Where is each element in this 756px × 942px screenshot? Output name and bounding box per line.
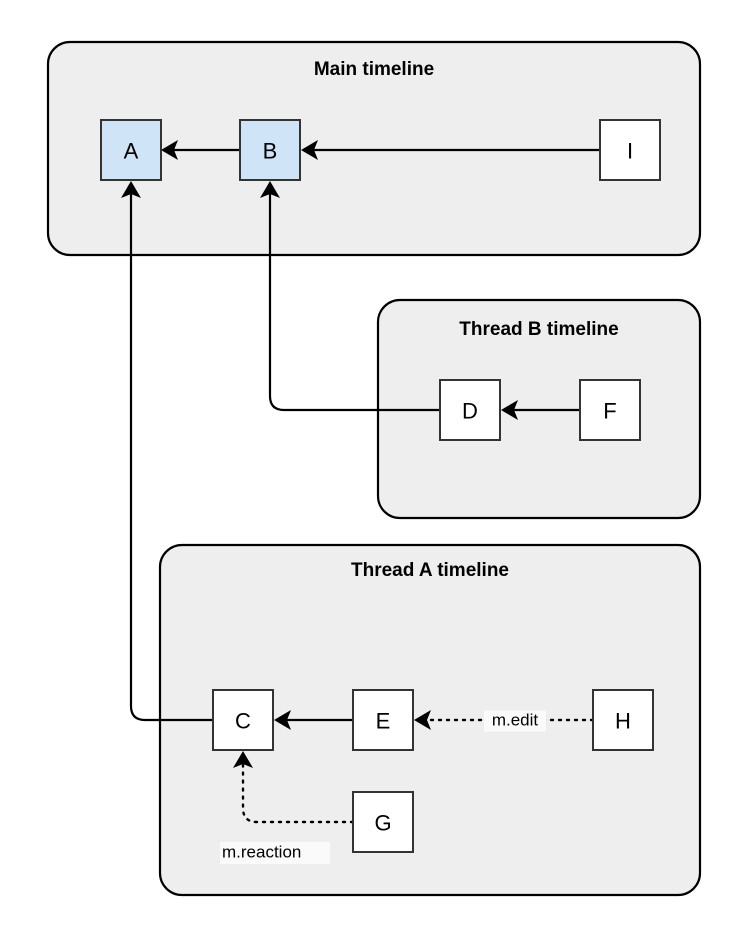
arrow-into-D [501,400,518,420]
arrow-into-C-from-E [274,710,291,730]
event-node-label-G: G [374,811,391,836]
event-node-H[interactable] [592,689,654,751]
event-node-label-E: E [376,709,391,734]
group-title-thread_a: Thread A timeline [351,560,509,581]
arrow-into-E-from-H [414,710,431,730]
event-node-C[interactable] [212,689,274,751]
event-nodes: A B I D F C E H G [100,119,661,853]
event-node-label-D: D [462,399,478,424]
event-node-label-B: B [263,139,278,164]
group-title-thread_b: Thread B timeline [459,319,618,340]
event-node-A[interactable] [100,119,162,181]
event-node-label-A: A [124,139,139,164]
arrow-into-B-from-I [301,140,318,160]
event-node-label-C: C [235,709,251,734]
edge-D-to-B [268,187,440,412]
arrow-into-B-from-D [260,181,280,198]
group-title-main: Main timeline [314,59,434,80]
event-node-E[interactable] [352,689,414,751]
edge-C-to-A [129,187,213,722]
event-node-F[interactable] [579,379,641,441]
edge-labels: m.edit m.reaction [220,710,546,864]
edges [129,148,600,824]
group-container-main [46,40,702,257]
event-node-label-H: H [615,709,631,734]
event-node-I[interactable] [599,119,661,181]
arrow-into-A [161,140,178,160]
event-node-B[interactable] [239,119,301,181]
event-node-label-I: I [627,139,633,164]
edge-G-to-C [241,755,355,824]
arrowheads [121,140,518,768]
edge-label-H-to-E: m.edit [492,710,539,729]
event-node-G[interactable] [352,791,414,853]
edge-label-G-to-C: m.reaction [222,842,301,861]
edge-label-bg-H-to-E [484,710,546,732]
edge-label-bg-G-to-C [220,842,330,864]
event-node-label-F: F [603,399,616,424]
arrow-into-C-from-G [233,751,253,768]
arrow-into-A-from-C [121,181,141,198]
event-node-D[interactable] [439,379,501,441]
